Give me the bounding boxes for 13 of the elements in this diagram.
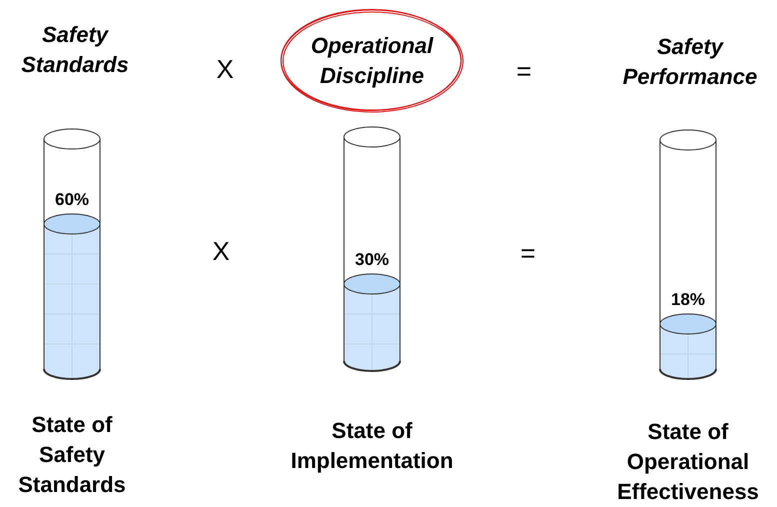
factor-heading: Safety Standards xyxy=(20,21,130,79)
operator-symbol: X xyxy=(215,54,235,84)
operator-symbol: X xyxy=(211,236,231,266)
percentage-label: 30% xyxy=(354,250,390,270)
factor-heading: Safety Performance xyxy=(622,33,758,91)
operator-symbol: = xyxy=(519,238,537,268)
percentage-label: 18% xyxy=(670,290,706,310)
ellipse-label: Operational Discipline xyxy=(310,32,434,90)
tube-caption: State of Implementation xyxy=(290,417,454,475)
tube-caption: State of Safety Standards xyxy=(17,411,127,499)
tube-caption: State of Operational Effectiveness xyxy=(616,418,760,506)
operator-symbol: = xyxy=(515,56,533,86)
percentage-label: 60% xyxy=(54,190,90,210)
